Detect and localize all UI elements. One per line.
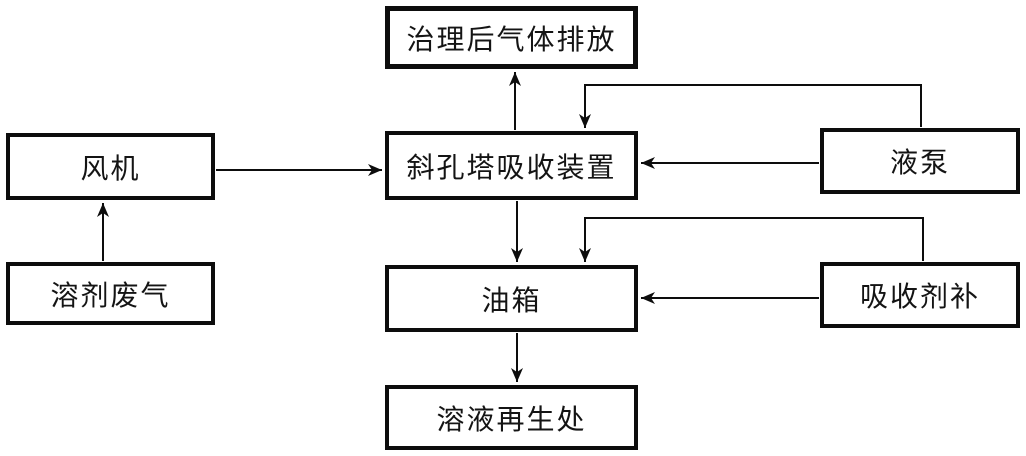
- node-solvent-waste-gas: 溶剂废气: [6, 262, 215, 325]
- node-fan-label: 风机: [80, 153, 141, 185]
- edge-pump-to-absorber-top: [579, 84, 922, 128]
- node-absorbent-makeup-label: 吸收剂补: [859, 282, 980, 313]
- edge-absorbent-to-tank-top: [579, 217, 924, 262]
- node-treated-gas-outlet-label: 治理后气体排放: [406, 24, 617, 56]
- node-absorber-tower: 斜孔塔吸收装置: [385, 131, 638, 200]
- node-fan: 风机: [6, 133, 215, 200]
- node-absorber-tower-label: 斜孔塔吸收装置: [406, 152, 617, 184]
- node-liquid-pump-label: 液泵: [889, 148, 950, 179]
- node-liquid-pump: 液泵: [820, 128, 1020, 194]
- node-absorbent-makeup: 吸收剂补: [820, 262, 1020, 328]
- node-solvent-waste-gas-label: 溶剂废气: [50, 280, 171, 312]
- node-solution-regen: 溶液再生处: [385, 385, 638, 450]
- node-solution-regen-label: 溶液再生处: [436, 404, 587, 436]
- node-treated-gas-outlet: 治理后气体排放: [385, 6, 638, 69]
- node-oil-tank: 油箱: [385, 265, 638, 332]
- node-oil-tank-label: 油箱: [481, 285, 542, 317]
